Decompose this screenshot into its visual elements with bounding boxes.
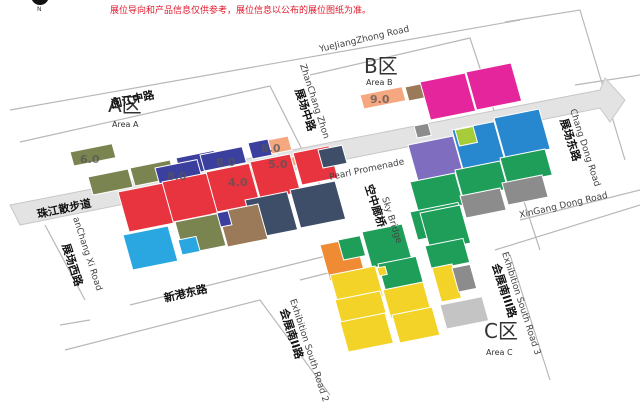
area-b-title: B区	[364, 54, 398, 78]
notice-text: 展位导向和产品信息仅供参考，展位信息以公布的展位图纸为准。	[110, 6, 372, 16]
hall-block-slate	[317, 144, 348, 169]
area-a-subtitle: Area A	[112, 120, 139, 129]
hall-block-blue	[199, 146, 248, 172]
area-c-subtitle: Area C	[486, 348, 513, 357]
hall-block-cyan	[122, 225, 179, 271]
hall-block-brown	[217, 203, 269, 248]
hall-block-lightgray	[439, 296, 490, 330]
hall-label: 4.0	[228, 176, 248, 189]
hall-label: 6.0	[80, 153, 100, 166]
hall-label: 9.0	[370, 93, 390, 106]
hall-block-peach	[359, 86, 407, 110]
hall-block-magenta	[419, 72, 477, 121]
exhibition-halls	[69, 62, 553, 353]
hall-block-olive	[87, 168, 134, 196]
hall-block-azure	[493, 108, 551, 159]
area-a-title: A区	[108, 93, 142, 117]
hall-block-magenta	[465, 62, 523, 111]
compass-icon: N	[31, 0, 49, 13]
area-c-title: C区	[484, 319, 518, 343]
hall-block-gray	[459, 187, 507, 219]
road-yuejiang-en: YueJiangZhong Road	[317, 24, 410, 55]
hall-block-green	[337, 235, 367, 261]
hall-block-lime	[454, 125, 479, 147]
hall-label: 8.0	[216, 156, 236, 169]
hall-block-yellow	[376, 265, 388, 277]
area-b-subtitle: Area B	[366, 78, 392, 87]
hall-block-gray	[413, 122, 432, 139]
hall-block-olive	[69, 143, 117, 167]
hall-block-red	[117, 182, 175, 233]
road-xingang-cn: 新港东路	[163, 281, 210, 305]
hall-label: 8.0	[167, 170, 187, 183]
hall-block-gray	[501, 174, 549, 206]
hall-block-yellow	[339, 312, 395, 353]
compass-label: N	[37, 6, 42, 13]
hall-block-gray	[451, 263, 478, 293]
hall-block-yellow	[391, 306, 441, 344]
hall-block-cyan	[177, 235, 201, 256]
hall-label: 5.0	[268, 158, 288, 171]
hall-block-slate	[289, 180, 347, 229]
hall-label: 8.0	[261, 142, 281, 155]
hall-block-peach	[267, 135, 293, 155]
hall-block-green	[424, 237, 471, 271]
hall-number-labels: 6.0 8.0 8.0 8.0 4.0 5.0 9.0	[80, 93, 390, 189]
